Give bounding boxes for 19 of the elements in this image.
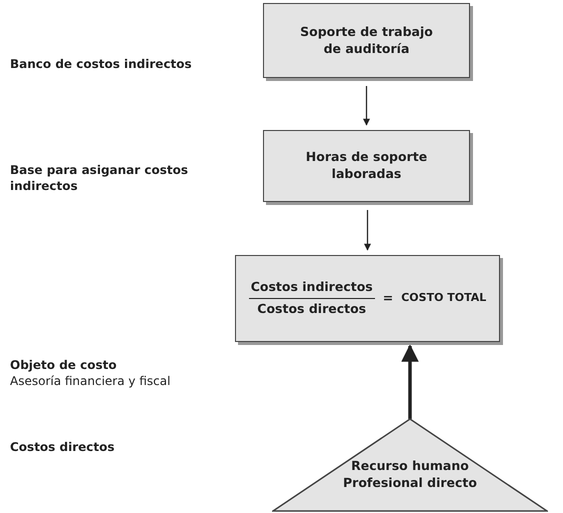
node-text: Recurso humano Profesional directo (342, 458, 478, 492)
equals-sign: = (382, 290, 394, 307)
row-label: Costos directos (10, 440, 116, 456)
process-box (263, 130, 470, 202)
row-label: Objeto de costo (10, 358, 118, 374)
process-box (263, 3, 470, 78)
numerator-text: Costos indirectos (248, 279, 375, 299)
formula-box (235, 255, 500, 342)
arrow (364, 210, 371, 251)
description-text: Asesoría financiera y fiscal (10, 374, 172, 390)
row-label: Base para asiganar costos indirectos (10, 163, 189, 194)
denominator-text: Costos directos (257, 300, 366, 318)
triangle-shape (272, 418, 548, 512)
result-text: COSTO TOTAL (401, 291, 486, 306)
node-text: Horas de soporte laboradas (304, 149, 428, 183)
arrow (363, 86, 370, 126)
node-text: Soporte de trabajo de auditoría (299, 24, 434, 58)
row-label: Banco de costos indirectos (10, 57, 193, 73)
arrow (401, 344, 419, 419)
